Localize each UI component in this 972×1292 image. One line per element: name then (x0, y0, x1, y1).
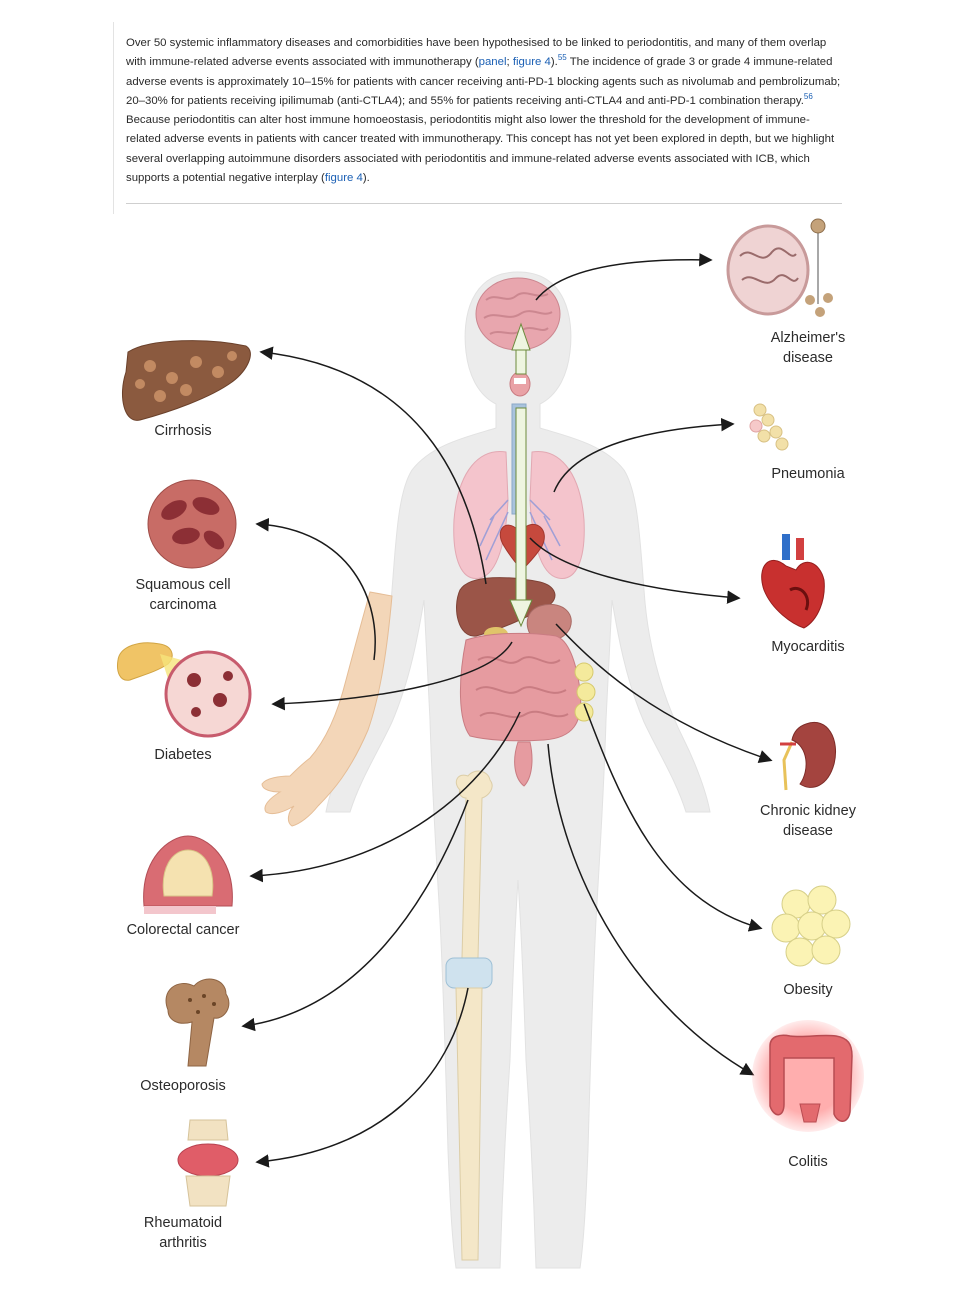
squamous-cell-carcinoma-icon (147, 479, 237, 569)
adipose-illustration (574, 662, 596, 722)
label-line: arthritis (159, 1235, 207, 1251)
paragraph-text: ). (362, 172, 370, 185)
reference-56[interactable]: 56 (803, 92, 813, 102)
colorectal-cancer-label: Colorectal cancer (126, 922, 240, 938)
figure-4-link[interactable]: figure 4 (324, 172, 363, 185)
cirrhosis-label: Cirrhosis (154, 423, 212, 439)
rheumatoid-arthritis-label: Rheumatoid arthritis (103, 1213, 263, 1253)
pneumonia-icon (749, 403, 789, 451)
chronic-kidney-disease-label: Chronic kidney disease (728, 801, 888, 841)
arrow-to-colorectal (249, 711, 521, 883)
alzheimers-label: Alzheimer's disease (728, 328, 888, 368)
myocarditis-icon (761, 534, 825, 629)
myocarditis-label: Myocarditis (771, 639, 845, 655)
intro-block: Over 50 systemic inflammatory diseases a… (113, 22, 845, 214)
colitis-label: Colitis (788, 1154, 828, 1170)
label-line: Squamous cell (135, 577, 231, 593)
obesity-label: Obesity (783, 982, 833, 998)
obesity-icon (771, 885, 851, 967)
label-line: carcinoma (149, 597, 217, 613)
intestine-illustration (459, 632, 582, 787)
label-line: Rheumatoid (143, 1215, 223, 1231)
label-line: Chronic kidney (760, 803, 856, 819)
panel-link[interactable]: panel (478, 56, 507, 69)
intro-paragraph: Over 50 systemic inflammatory diseases a… (126, 34, 844, 188)
reference-55[interactable]: 55 (557, 53, 567, 63)
arrow-to-rheumatoid-arthritis (255, 987, 469, 1168)
osteoporosis-label: Osteoporosis (140, 1078, 226, 1094)
arrow-to-colitis (547, 743, 755, 1076)
rheumatoid-arthritis-icon (177, 1119, 239, 1207)
diabetes-icon (117, 642, 252, 738)
paragraph-text: ). (550, 56, 558, 69)
figure-4-link[interactable]: figure 4 (512, 56, 551, 69)
arm-illustration (261, 591, 393, 827)
arrow-to-cirrhosis (259, 346, 487, 585)
cirrhosis-icon (122, 340, 251, 421)
paragraph-text: Over 50 systemic inflammatory diseases a… (126, 37, 827, 69)
section-divider (126, 203, 842, 204)
label-line: Alzheimer's (770, 330, 846, 346)
connection-arrows (241, 253, 773, 1168)
pneumonia-label: Pneumonia (771, 466, 845, 482)
oral-systemic-double-arrow (509, 322, 533, 628)
arrow-to-pneumonia (553, 417, 735, 493)
kidney-icon (780, 721, 836, 791)
arrow-to-scc (255, 517, 376, 661)
arrow-to-myocarditis (529, 537, 741, 604)
diabetes-label: Diabetes (154, 747, 212, 763)
squamous-cell-carcinoma-label: Squamous cell carcinoma (103, 575, 263, 615)
colorectal-cancer-icon (143, 835, 233, 914)
arrow-to-alzheimers (535, 253, 713, 301)
paragraph-separator: ; (506, 56, 513, 69)
arrow-to-obesity (583, 703, 763, 932)
arrow-to-osteoporosis (241, 799, 469, 1032)
paragraph-text: The incidence of grade 3 or grade 4 immu… (126, 56, 841, 107)
osteoporosis-icon (165, 978, 230, 1067)
arrow-to-ckd (555, 623, 773, 763)
arrow-to-diabetes (271, 641, 513, 711)
mouth-illustration (509, 371, 531, 397)
leg-bone-illustration (445, 770, 493, 1261)
colitis-icon (752, 1020, 864, 1132)
paragraph-text: Because periodontitis can alter host imm… (126, 114, 835, 185)
label-line: disease (783, 823, 833, 839)
alzheimers-icon (726, 218, 833, 317)
label-line: disease (783, 350, 833, 366)
